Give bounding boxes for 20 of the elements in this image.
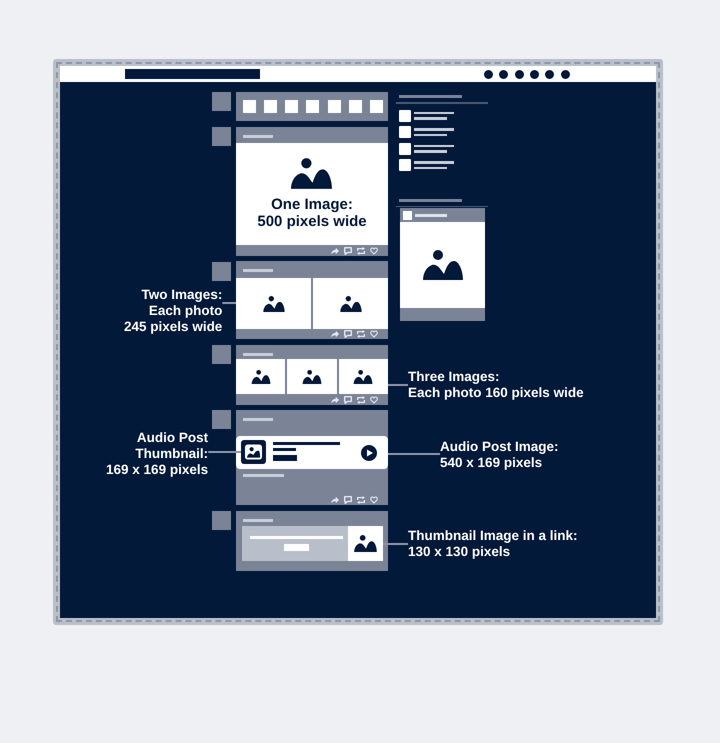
leader-line (388, 453, 440, 455)
post-card (236, 410, 388, 505)
callout-text: Three Images: Each photo 160 pixels wide (408, 369, 584, 401)
leader-line (208, 451, 241, 453)
audio-player-card (236, 436, 388, 469)
thumbnail-image (241, 440, 266, 464)
post-card (236, 261, 388, 339)
leader-line (388, 384, 408, 386)
callout-text: Thumbnail Image in a link: 130 x 130 pixels (408, 528, 578, 560)
post-card (236, 345, 388, 405)
thumbnail-image (348, 526, 383, 561)
callout-text: Two Images: Each photo 245 pixels wide (124, 287, 222, 335)
callout-text: Audio Post Image: 540 x 169 pixels (440, 439, 559, 471)
leader-line (383, 543, 408, 545)
photo-area (236, 143, 388, 245)
leader-line (222, 302, 236, 304)
callout-text: Audio Post Thumbnail: 169 x 169 pixels (106, 430, 208, 478)
caption-text: One Image: 500 pixels wide (257, 196, 367, 230)
post-card (236, 511, 388, 571)
post-card (236, 127, 388, 256)
